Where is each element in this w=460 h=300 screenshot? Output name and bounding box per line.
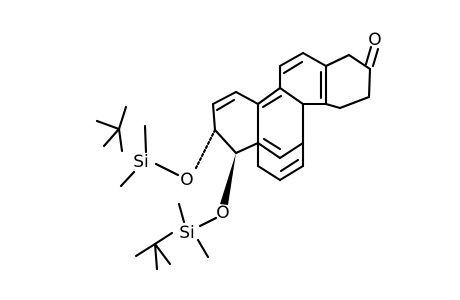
bond bbox=[279, 158, 300, 173]
bond bbox=[177, 202, 186, 224]
bond bbox=[324, 53, 351, 68]
bond bbox=[154, 162, 180, 177]
bond bbox=[256, 141, 282, 160]
bond bbox=[364, 45, 373, 66]
bond bbox=[234, 90, 260, 106]
bond bbox=[211, 90, 238, 106]
bond bbox=[256, 164, 282, 182]
bond bbox=[234, 141, 260, 155]
silicon-label-lower: Si bbox=[179, 223, 195, 243]
bond bbox=[338, 95, 371, 110]
bond bbox=[282, 60, 304, 75]
bond bbox=[213, 128, 238, 155]
bond bbox=[324, 102, 342, 110]
bond bbox=[194, 128, 217, 170]
bond bbox=[347, 53, 372, 71]
bond bbox=[153, 242, 159, 271]
bond bbox=[211, 102, 217, 132]
bond bbox=[278, 164, 305, 182]
bond bbox=[262, 137, 282, 151]
bonds bbox=[95, 45, 380, 271]
silicon-label-upper: Si bbox=[133, 152, 149, 172]
bond bbox=[371, 47, 380, 68]
bond bbox=[198, 216, 218, 228]
bond bbox=[117, 105, 128, 131]
bond bbox=[153, 242, 172, 266]
bond bbox=[196, 238, 210, 259]
bond bbox=[102, 127, 121, 148]
bond bbox=[278, 86, 305, 106]
bond bbox=[119, 170, 136, 188]
bond bbox=[261, 94, 283, 109]
ether-oxygen-label-upper: O bbox=[180, 170, 193, 190]
bond bbox=[278, 141, 305, 160]
bond bbox=[143, 124, 148, 154]
bond bbox=[95, 119, 121, 131]
atom-labels: O O O Si Si bbox=[133, 30, 381, 243]
wedge-bond bbox=[220, 153, 236, 205]
carbonyl-oxygen-label: O bbox=[368, 30, 381, 50]
bond bbox=[278, 51, 305, 68]
ether-oxygen-label-lower: O bbox=[216, 203, 229, 223]
bond bbox=[134, 242, 157, 258]
bond bbox=[367, 67, 372, 99]
bond bbox=[301, 51, 328, 68]
bond bbox=[117, 127, 124, 153]
bond bbox=[153, 231, 174, 246]
bond bbox=[215, 98, 236, 112]
bond bbox=[256, 86, 282, 106]
